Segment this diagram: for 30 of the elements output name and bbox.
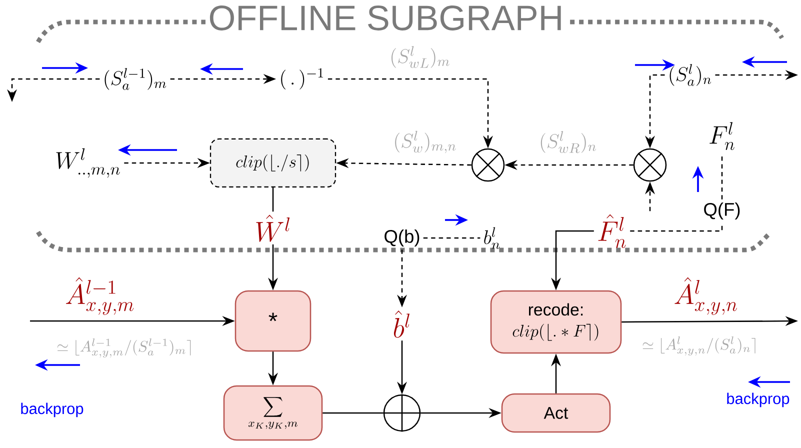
connector-line	[322, 412, 384, 414]
formula-label: $\hat{b}^l$	[394, 310, 410, 338]
formula-label: $(S_a^{l-1})_m$	[104, 68, 166, 90]
annotation: $\simeq \lfloor A^{l-1}_{x,y,m}/(S_a^{l-1})_m \rceil$	[58, 338, 191, 358]
operation-box: $\sum_{x_K,y_K,m}$	[223, 385, 323, 441]
annotation: $\simeq \lfloor A^l_{x,y,n}/(S_a^l)_n \rceil$	[642, 336, 756, 356]
multiplier-circle	[633, 148, 667, 182]
formula-label: $F^l_n$	[710, 122, 734, 150]
multiplier-circle	[471, 148, 505, 182]
formula-label: $W^l_{..,m,n}$	[56, 148, 120, 178]
operation-box: Act	[501, 393, 611, 433]
edge-label: $(S^l_{wL})_m$	[388, 44, 452, 70]
edge-label: $\hat{A}^{l-1}_{x,y,m}$	[64, 276, 136, 316]
connector-line	[423, 237, 480, 239]
edge-label: $\hat{A}^l_{x,y,n}$	[672, 276, 740, 316]
formula-label: $\hat{F}^l_n$	[598, 214, 626, 248]
quantizer-label: Q(F)	[704, 202, 740, 220]
formula-label: $(\,.\,)^{-1}$	[281, 68, 324, 90]
connector-line	[272, 188, 274, 212]
edge-label: $(S^l_{wR})_n$	[538, 130, 598, 154]
adder-circle	[382, 394, 422, 432]
formula-label: $\hat{W}^l$	[256, 214, 290, 242]
operation-box: recode: $clip(\lfloor .*F \rceil)$	[490, 290, 622, 354]
title: OFFLINE SUBGRAPH	[205, 2, 567, 34]
process-box: $clip(\lfloor ./s \rceil)$	[210, 138, 336, 188]
edge-label: $(S^l_w)_{m,n}$	[392, 129, 458, 155]
formula-label: $(S_a^l)_n$	[670, 64, 712, 86]
quantizer-label: Q(b)	[384, 229, 420, 247]
operation-box: *	[234, 290, 312, 352]
formula-label: $b^l_n$	[484, 227, 500, 249]
